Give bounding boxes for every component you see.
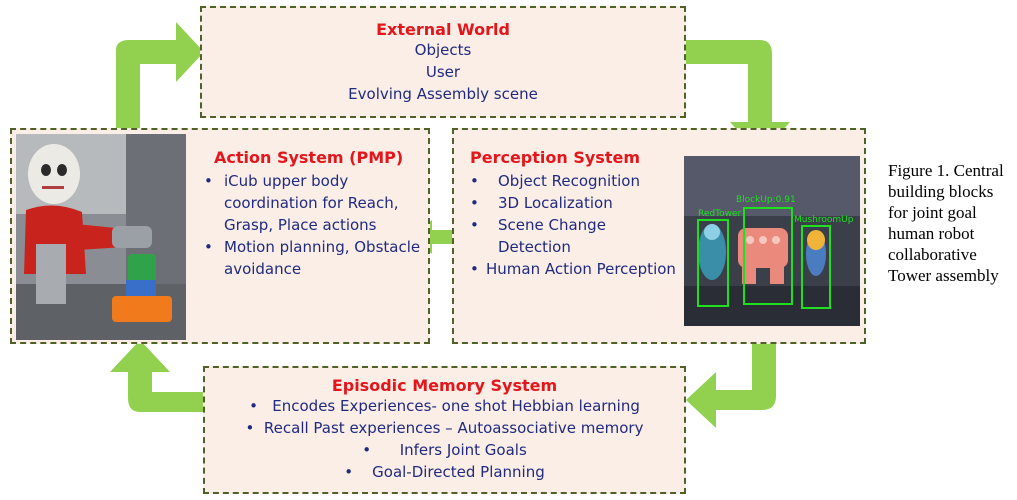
arrow-action-to-world	[116, 22, 204, 130]
action-system-bullet: Motion planning, Obstacle avoidance	[198, 236, 426, 280]
external-world-line: User	[425, 63, 461, 81]
perception-system-bullet: 3D Localization	[464, 192, 682, 214]
external-world-title: External World	[376, 20, 510, 39]
object-detection-photo: RedTower BlockUp:0.91 MushroomUp	[684, 156, 860, 326]
perception-system-bullet: Scene Change Detection	[464, 214, 682, 258]
detection-label: RedTower	[698, 209, 741, 219]
external-world-box: External World Objects User Evolving Ass…	[200, 6, 686, 118]
perception-system-box: Perception System Object Recognition 3D …	[452, 128, 866, 344]
arrow-memory-to-action	[110, 340, 203, 412]
episodic-memory-bullet-text: Goal-Directed Planning	[372, 463, 545, 481]
episodic-memory-title: Episodic Memory System	[331, 376, 558, 395]
action-system-content: Action System (PMP) iCub upper body coor…	[198, 148, 426, 280]
action-system-bullet: iCub upper body coordination for Reach, …	[198, 170, 426, 236]
episodic-memory-bullet-text: Recall Past experiences – Autoassociativ…	[263, 419, 644, 437]
episodic-memory-bullet: • Recall Past experiences – Autoassociat…	[245, 419, 644, 437]
episodic-memory-box: Episodic Memory System • Encodes Experie…	[203, 366, 686, 494]
arrow-world-to-perception	[686, 40, 790, 156]
detection-label: MushroomUp	[794, 215, 854, 225]
episodic-memory-bullet: • Goal-Directed Planning	[344, 463, 545, 481]
arrow-perception-to-memory	[686, 322, 776, 428]
perception-system-title: Perception System	[470, 148, 640, 167]
episodic-memory-bullet-text: Encodes Experiences- one shot Hebbian le…	[272, 397, 640, 415]
episodic-memory-bullet: • Encodes Experiences- one shot Hebbian …	[249, 397, 640, 415]
perception-system-bullet: Object Recognition	[464, 170, 682, 192]
episodic-memory-list: • Encodes Experiences- one shot Hebbian …	[205, 395, 684, 483]
icub-robot-photo	[16, 134, 186, 340]
external-world-line: Objects	[414, 41, 472, 59]
episodic-memory-bullet: • Infers Joint Goals	[362, 441, 527, 459]
action-system-box: Action System (PMP) iCub upper body coor…	[10, 128, 430, 344]
episodic-memory-bullet-text: Infers Joint Goals	[399, 441, 527, 459]
detection-label: BlockUp:0.91	[736, 195, 796, 205]
perception-system-bullet: Human Action Perception	[464, 258, 682, 280]
perception-system-content: Perception System Object Recognition 3D …	[464, 148, 682, 280]
external-world-line: Evolving Assembly scene	[348, 85, 538, 103]
figure-caption: Figure 1. Central building blocks for jo…	[888, 161, 1004, 285]
action-system-title: Action System (PMP)	[214, 148, 404, 167]
